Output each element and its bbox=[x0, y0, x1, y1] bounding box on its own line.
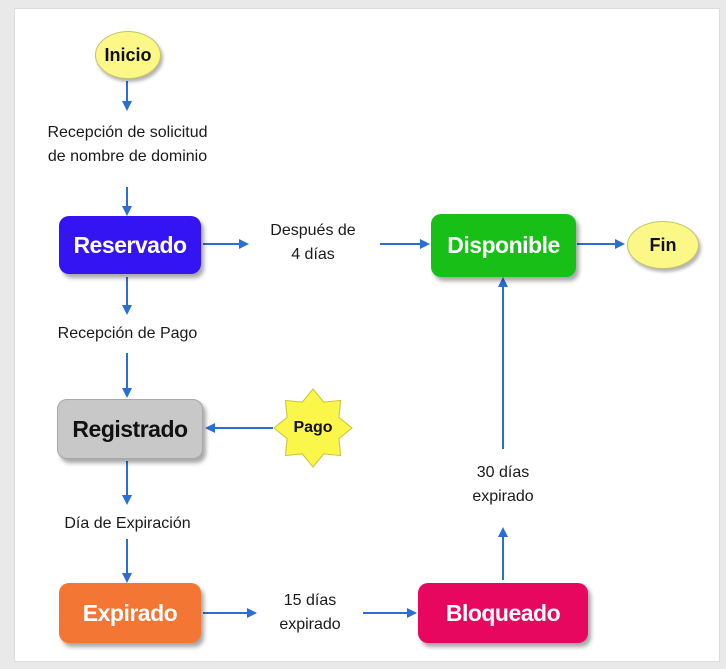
node-expirado-label: Expirado bbox=[82, 599, 178, 626]
edge-label-expiracion-line-1: Día de Expiración bbox=[64, 515, 191, 532]
flowchart-canvas: Inicio Recepción de solicitud de nombre … bbox=[14, 8, 720, 662]
node-pago-label: Pago bbox=[293, 419, 333, 436]
node-disponible: Disponible bbox=[431, 214, 576, 277]
node-reservado-label: Reservado bbox=[73, 231, 187, 258]
edge-label-pago-line-1: Recepción de Pago bbox=[57, 325, 198, 342]
star-polygon bbox=[273, 388, 353, 468]
arrow-layer bbox=[122, 81, 625, 618]
edge-label-quince-line-2: expirado bbox=[279, 616, 341, 633]
node-inicio-label: Inicio bbox=[104, 44, 152, 65]
edge-label-treinta-line-1: 30 días bbox=[476, 464, 530, 481]
node-disponible-label: Disponible bbox=[447, 232, 560, 258]
node-registrado-label: Registrado bbox=[72, 415, 188, 442]
node-fin-label: Fin bbox=[649, 234, 677, 255]
node-inicio: Inicio bbox=[95, 31, 161, 79]
edge-label-solicitud-line-2: de nombre de dominio bbox=[47, 148, 208, 165]
edge-label-treinta-line-2: expirado bbox=[472, 488, 534, 505]
node-expirado: Expirado bbox=[59, 583, 201, 643]
star-shape bbox=[273, 388, 353, 468]
node-pago: Pago bbox=[271, 388, 355, 468]
node-registrado: Registrado bbox=[57, 399, 203, 459]
edge-label-despues: Después de 4 días bbox=[251, 219, 375, 267]
edge-label-pago: Recepción de Pago bbox=[35, 322, 220, 346]
edge-label-despues-line-1: Después de bbox=[270, 222, 356, 239]
edge-label-quince-line-1: 15 días bbox=[283, 592, 337, 609]
edge-label-quince: 15 días expirado bbox=[260, 589, 360, 637]
edge-label-treinta: 30 días expirado bbox=[455, 461, 551, 509]
node-bloqueado: Bloqueado bbox=[418, 583, 588, 643]
node-bloqueado-label: Bloqueado bbox=[445, 599, 561, 626]
edge-label-despues-line-2: 4 días bbox=[291, 246, 335, 263]
edge-label-solicitud-line-1: Recepción de solicitud bbox=[47, 124, 208, 141]
edge-label-solicitud: Recepción de solicitud de nombre de domi… bbox=[25, 121, 230, 169]
edge-label-expiracion: Día de Expiración bbox=[45, 512, 210, 536]
node-reservado: Reservado bbox=[59, 216, 201, 274]
node-fin: Fin bbox=[627, 221, 699, 269]
